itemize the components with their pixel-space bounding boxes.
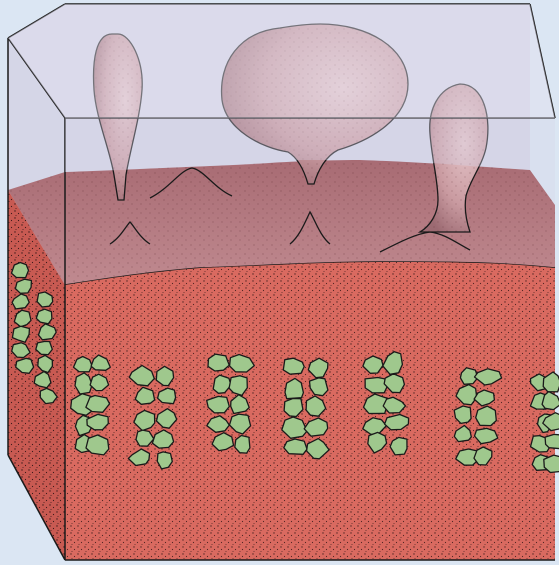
cell: [12, 263, 29, 278]
cell: [208, 354, 229, 371]
cell: [15, 279, 31, 293]
cell: [86, 435, 109, 455]
cell: [235, 436, 250, 454]
glass-top-face: [8, 4, 555, 118]
cell: [284, 439, 307, 454]
cell: [365, 378, 387, 393]
cell: [545, 434, 559, 448]
